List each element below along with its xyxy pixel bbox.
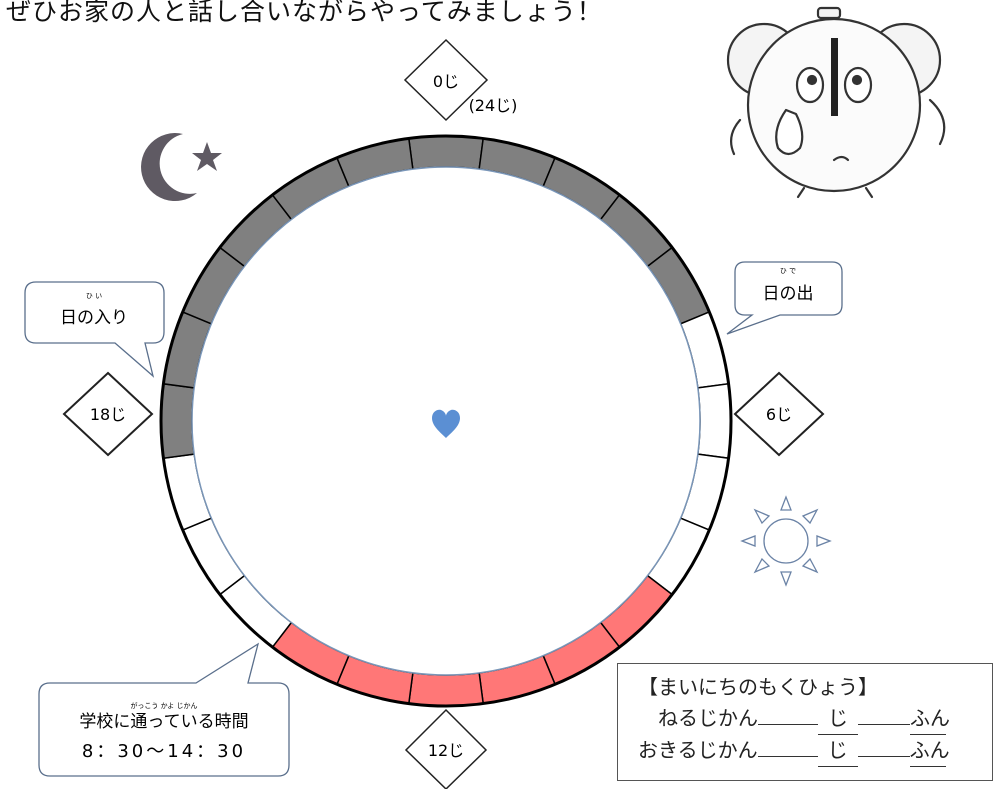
alarm-clock-character-icon — [726, 6, 946, 199]
wake-time-row: おきるじかん じ ふん — [638, 735, 992, 767]
ring-segment-12 — [407, 671, 485, 707]
hour-label-12: 12じ — [404, 708, 488, 789]
sunrise-text: 日の出 — [763, 284, 814, 304]
wake-hour-blank[interactable] — [757, 756, 818, 757]
hour-12-text: 12じ — [428, 741, 464, 760]
sunset-callout: ひ い 日の入り — [24, 281, 165, 378]
hour-label-6: 6じ — [733, 371, 825, 457]
hour-6-text: 6じ — [766, 405, 792, 424]
wake-label: おきるじかん — [638, 738, 758, 762]
hour-0-text: 0じ — [433, 72, 459, 91]
school-ruby: がっこう かよ じかん — [130, 701, 197, 710]
sleep-minute-blank[interactable] — [858, 724, 910, 725]
goal-title: 【まいにちのもくひょう】 — [638, 675, 878, 699]
school-text-line2: 8：30〜14：30 — [82, 741, 246, 762]
hour-label-18: 18じ — [62, 371, 154, 457]
sleep-time-row: ねるじかん じ ふん — [638, 703, 992, 735]
sunrise-callout: ひ で 日の出 — [726, 261, 843, 335]
ring-segment-18 — [160, 382, 196, 460]
ring-segment-0 — [407, 135, 485, 171]
wake-minute-blank[interactable] — [857, 756, 910, 757]
daily-goal-box: 【まいにちのもくひょう】 ねるじかんじふん おきるじかんじふん — [617, 663, 993, 781]
sunset-ruby: ひ い — [86, 292, 102, 300]
wake-minute-unit: ふん — [909, 735, 950, 767]
ring-segment-6 — [696, 382, 732, 460]
intro-text: ぜひお家の人と話し合いながらやってみましょう！ — [6, 0, 603, 26]
sleep-hour-unit: じ — [818, 703, 858, 735]
heart-icon — [432, 409, 460, 438]
sleep-minute-unit: ふん — [910, 703, 950, 735]
crescent-moon-star-icon — [141, 133, 222, 202]
sun-icon — [740, 495, 832, 587]
school-text-line1: 学校に通っている時間 — [79, 712, 248, 732]
sunrise-ruby: ひ で — [780, 267, 796, 275]
sunset-text: 日の入り — [60, 308, 128, 328]
school-callout: がっこう かよ じかん 学校に通っている時間 8：30〜14：30 — [38, 642, 290, 777]
sleep-label: ねるじかん — [658, 706, 758, 730]
hour-label-0: 0じ — [403, 38, 489, 122]
hour-18-text: 18じ — [90, 405, 126, 424]
hour-24-text: (24じ) — [469, 96, 518, 115]
ring-outer-border — [159, 134, 733, 708]
wake-hour-unit: じ — [817, 735, 858, 767]
sleep-hour-blank[interactable] — [758, 724, 818, 725]
